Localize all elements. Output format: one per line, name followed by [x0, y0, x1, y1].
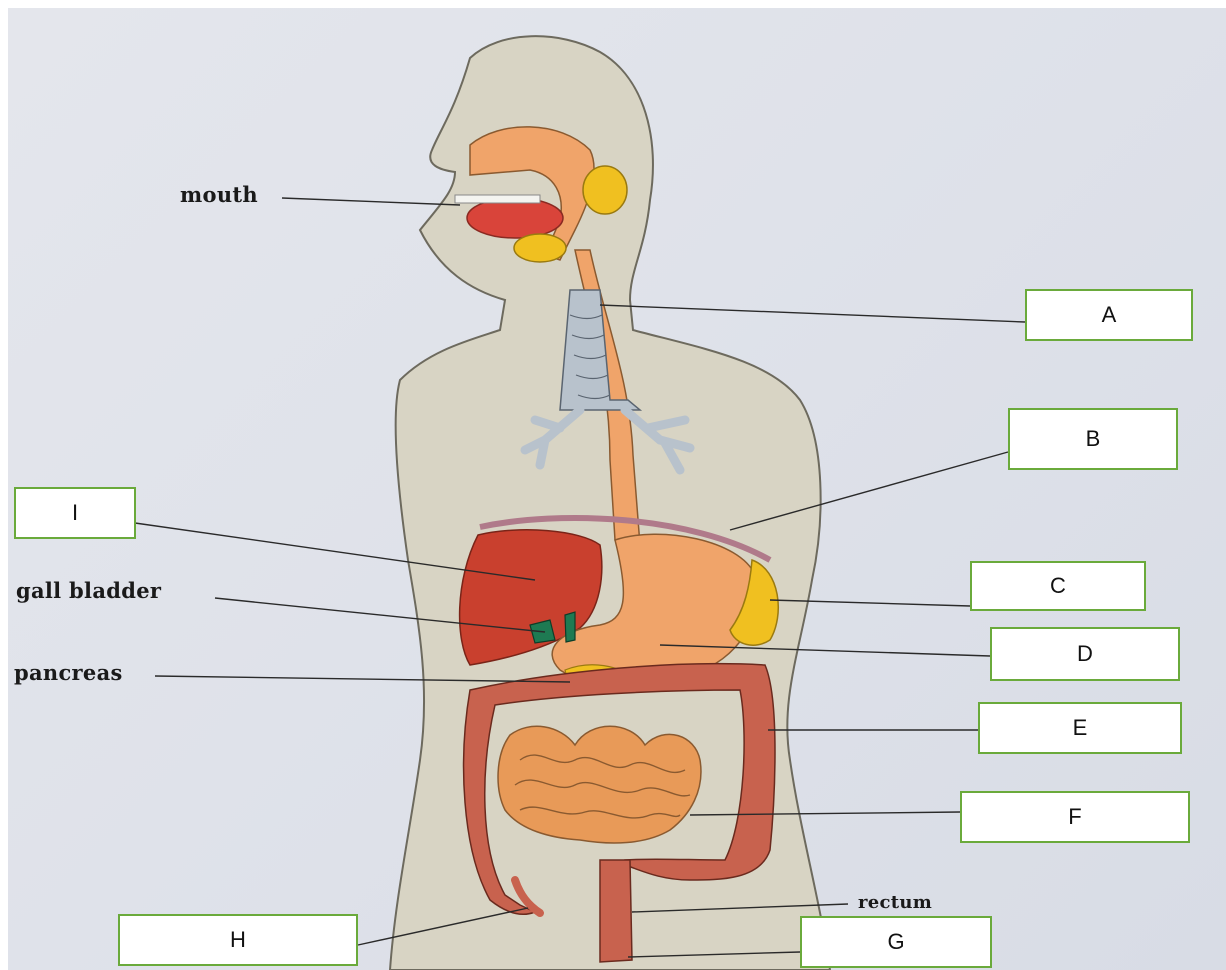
tongue — [467, 198, 563, 238]
salivary-gland-upper — [583, 166, 627, 214]
answer-box-f[interactable]: F — [960, 791, 1190, 843]
answer-box-g-letter: G — [887, 929, 904, 955]
leader-mouth — [282, 198, 460, 205]
rectum-organ — [600, 860, 632, 962]
answer-box-h-letter: H — [230, 927, 246, 953]
answer-box-g[interactable]: G — [800, 916, 992, 968]
label-gall-bladder: gall bladder — [16, 578, 161, 603]
answer-box-h[interactable]: H — [118, 914, 358, 966]
upper-teeth — [455, 195, 540, 203]
answer-box-a-letter: A — [1102, 302, 1117, 328]
answer-box-b-letter: B — [1086, 426, 1101, 452]
leader-a — [600, 305, 1025, 322]
answer-box-c[interactable]: C — [970, 561, 1146, 611]
answer-box-i-letter: I — [72, 500, 78, 526]
label-mouth: mouth — [180, 182, 258, 207]
answer-box-e-letter: E — [1073, 715, 1088, 741]
answer-box-i[interactable]: I — [14, 487, 136, 539]
answer-box-a[interactable]: A — [1025, 289, 1193, 341]
label-rectum: rectum — [858, 892, 932, 913]
answer-box-d[interactable]: D — [990, 627, 1180, 681]
answer-box-b[interactable]: B — [1008, 408, 1178, 470]
salivary-gland-lower — [514, 234, 566, 262]
answer-box-c-letter: C — [1050, 573, 1066, 599]
answer-box-d-letter: D — [1077, 641, 1093, 667]
label-pancreas: pancreas — [14, 660, 123, 685]
small-intestine — [498, 726, 701, 843]
answer-box-e[interactable]: E — [978, 702, 1182, 754]
answer-box-f-letter: F — [1068, 804, 1081, 830]
